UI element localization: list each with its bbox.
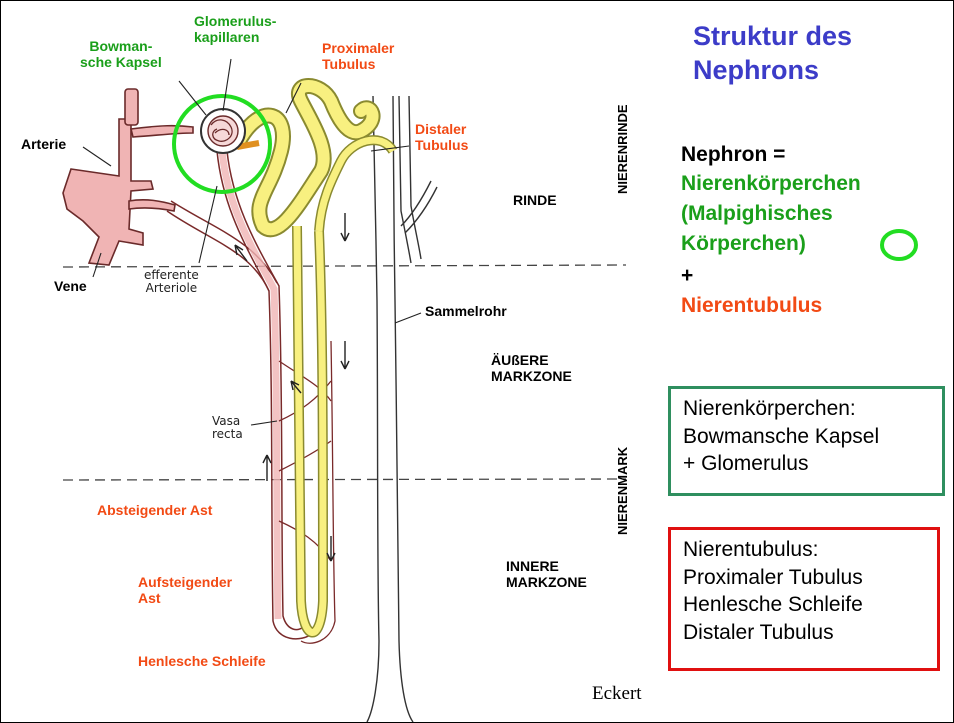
box-line: Distaler Tubulus xyxy=(683,619,929,647)
renal-medulla-vertical-label: NIERENMARK xyxy=(615,447,630,535)
cortex-zone-label: RINDE xyxy=(513,193,557,209)
cortex-medulla-divider xyxy=(63,265,626,267)
legend-circle-icon xyxy=(882,231,916,259)
box-line: Nierenkörperchen: xyxy=(683,395,934,423)
equation-nierenkoerperchen: Nierenkörperchen xyxy=(681,169,861,198)
equation-nephron: Nephron = xyxy=(681,140,785,169)
glomerulus-label: Glomerulus-kapillaren xyxy=(194,14,276,45)
bowman-capsule-label: Bowman-sche Kapsel xyxy=(80,39,162,70)
descending-limb-label: Absteigender Ast xyxy=(97,503,212,519)
box-line: Bowmansche Kapsel xyxy=(683,423,934,451)
tubule xyxy=(237,86,393,633)
box-line: Proximaler Tubulus xyxy=(683,564,929,592)
renal-corpuscle xyxy=(201,109,245,153)
renal-vessels xyxy=(63,89,193,265)
henle-loop-label: Henlesche Schleife xyxy=(138,654,266,670)
equation-malpighisches: (Malpighisches xyxy=(681,199,833,228)
collecting-duct-label: Sammelrohr xyxy=(425,304,507,320)
credit-label: Eckert xyxy=(592,683,642,705)
equation-nierentubulus: Nierentubulus xyxy=(681,291,822,320)
box-line: Henlesche Schleife xyxy=(683,591,929,619)
collecting-duct xyxy=(367,96,437,722)
outer-inner-medulla-divider xyxy=(63,479,626,480)
box-line: Nierentubulus: xyxy=(683,536,929,564)
renal-cortex-vertical-label: NIERENRINDE xyxy=(615,104,630,194)
box-line: + Glomerulus xyxy=(683,450,934,478)
equation-plus: + xyxy=(681,261,693,290)
nierenkoerperchen-box: Nierenkörperchen: Bowmansche Kapsel + Gl… xyxy=(668,386,945,496)
equation-koerperchen: Körperchen) xyxy=(681,229,806,258)
nierentubulus-box: Nierentubulus: Proximaler Tubulus Henles… xyxy=(668,527,940,671)
vein-label: Vene xyxy=(54,279,87,295)
artery-label: Arterie xyxy=(21,137,66,153)
